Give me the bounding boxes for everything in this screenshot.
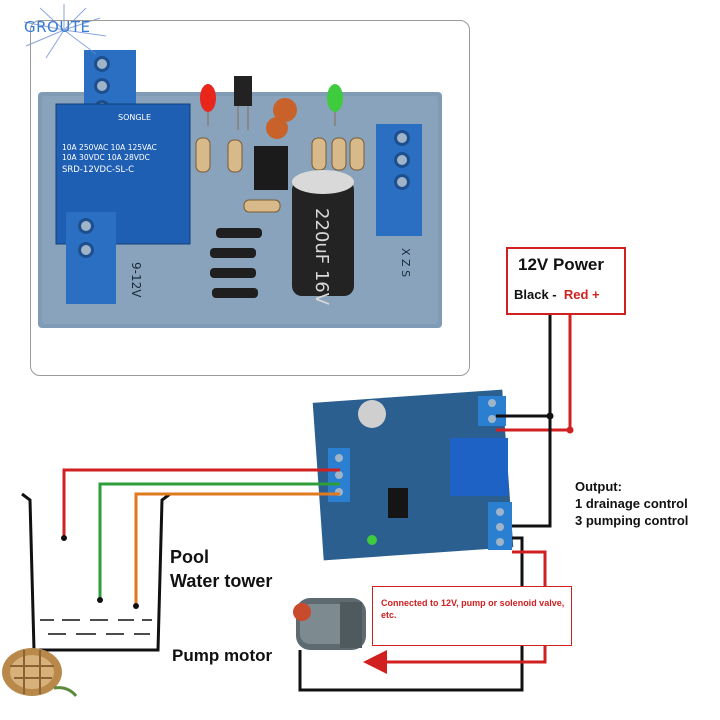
tank-label: Pool Water tower bbox=[170, 545, 272, 593]
pool-label: Pool bbox=[170, 547, 209, 567]
power-polarity: Black - Red + bbox=[514, 287, 600, 302]
resistor bbox=[331, 137, 347, 171]
green-probe-wire bbox=[98, 482, 340, 600]
diagram-relay bbox=[450, 438, 508, 496]
transistor bbox=[234, 76, 252, 130]
ceramic-capacitor bbox=[273, 98, 297, 122]
red-power-wire bbox=[496, 313, 572, 432]
basket-logo-icon bbox=[2, 648, 78, 697]
relay-rating-1: 10A 250VAC 10A 125VAC bbox=[62, 143, 157, 152]
orange-probe-wire bbox=[134, 492, 340, 606]
note-text: Connected to 12V, pump or solenoid valve… bbox=[381, 598, 565, 620]
red-probe-wire bbox=[62, 468, 340, 538]
resistor bbox=[243, 199, 281, 213]
board-voltage-label: 9-12V bbox=[129, 262, 143, 298]
resistor bbox=[195, 137, 211, 173]
relay-rating-2: 10A 30VDC 10A 28VDC bbox=[62, 153, 150, 162]
water-tower-label: Water tower bbox=[170, 571, 273, 591]
diagram-board bbox=[312, 389, 514, 561]
note-box: Connected to 12V, pump or solenoid valve… bbox=[372, 586, 572, 646]
water-tank bbox=[21, 492, 171, 652]
power-black-label: Black - bbox=[514, 287, 557, 302]
green-led bbox=[327, 84, 343, 126]
resistor bbox=[227, 139, 243, 173]
resistor bbox=[311, 137, 327, 171]
red-led bbox=[200, 84, 216, 126]
output-label: Output: 1 drainage control 3 pumping con… bbox=[575, 478, 688, 529]
capacitor-label: 220uF 16V bbox=[311, 208, 332, 306]
board-photo: SONGLE 10A 250VAC 10A 125VAC 10A 30VDC 1… bbox=[38, 50, 442, 328]
power-title: 12V Power bbox=[518, 255, 604, 274]
power-box: 12V Power Black - Red + bbox=[506, 247, 626, 315]
output-line-1: 1 drainage control bbox=[575, 496, 688, 511]
photo-frame bbox=[30, 20, 470, 376]
terminal-block-right bbox=[376, 124, 422, 236]
diodes bbox=[210, 228, 262, 298]
output-title: Output: bbox=[575, 479, 622, 494]
electrolytic-capacitor: 220uF 16V bbox=[292, 170, 354, 306]
relay-brand: SONGLE bbox=[118, 113, 151, 122]
pump-label: Pump motor bbox=[172, 646, 273, 665]
ic-chip bbox=[254, 146, 288, 190]
relay-model: SRD-12VDC-SL-C bbox=[62, 165, 134, 175]
pump-black-wire bbox=[298, 536, 524, 692]
brand-watermark: GROUTE bbox=[24, 18, 91, 36]
output-line-2: 3 pumping control bbox=[575, 513, 689, 528]
black-output-wire bbox=[512, 416, 552, 528]
terminal-xzs-label: X Z S bbox=[399, 248, 412, 277]
ceramic-capacitor bbox=[266, 117, 288, 139]
pump-motor bbox=[293, 598, 366, 650]
relay: SONGLE 10A 250VAC 10A 125VAC 10A 30VDC 1… bbox=[55, 103, 191, 245]
power-red-label: Red + bbox=[563, 287, 600, 302]
resistor bbox=[349, 137, 365, 171]
terminal-block-left bbox=[66, 212, 116, 304]
